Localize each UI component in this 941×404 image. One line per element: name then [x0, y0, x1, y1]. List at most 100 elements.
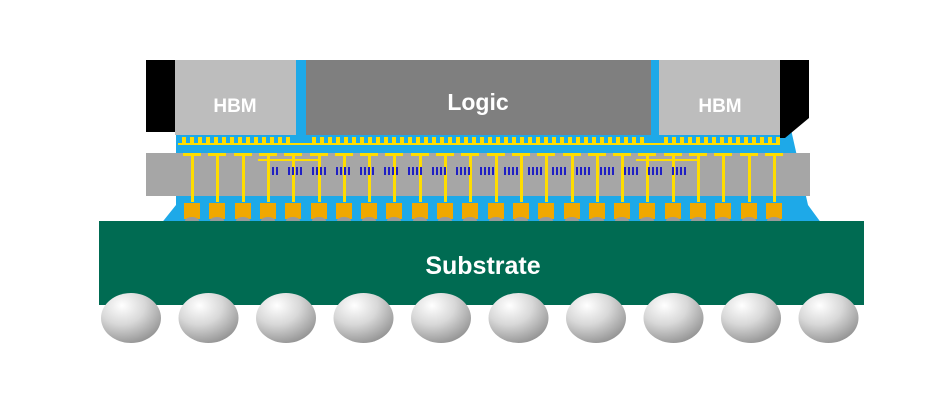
- through-via: [571, 156, 574, 202]
- micro-bump: [270, 137, 274, 143]
- through-via: [646, 156, 649, 202]
- tsv: [684, 167, 686, 175]
- micro-bump: [198, 137, 202, 143]
- c4-bump: [690, 203, 706, 219]
- wire-cap: [563, 153, 581, 156]
- hbm-right-label: HBM: [698, 96, 741, 117]
- c4-bump: [665, 203, 681, 219]
- through-via: [318, 156, 321, 202]
- substrate-label: Substrate: [425, 252, 540, 280]
- micro-bump: [512, 137, 516, 143]
- tsv: [612, 167, 614, 175]
- micro-bump: [432, 137, 436, 143]
- tsv: [300, 167, 302, 175]
- tsv: [624, 167, 626, 175]
- through-via: [748, 156, 751, 202]
- tsv: [348, 167, 350, 175]
- through-via: [773, 156, 776, 202]
- micro-bump: [712, 137, 716, 143]
- c4-bump: [462, 203, 478, 219]
- through-via: [216, 156, 219, 202]
- c4-bump: [437, 203, 453, 219]
- tsv: [556, 167, 558, 175]
- solder-ball: [101, 293, 161, 343]
- tsv: [420, 167, 422, 175]
- tsv: [312, 167, 314, 175]
- micro-bump: [552, 137, 556, 143]
- micro-bump: [584, 137, 588, 143]
- interposer-wiring: [178, 143, 783, 202]
- micro-bump: [230, 137, 234, 143]
- tsv: [360, 167, 362, 175]
- through-via: [444, 156, 447, 202]
- wire-cap: [259, 153, 277, 156]
- micro-bump: [360, 137, 364, 143]
- wire-cap: [208, 153, 226, 156]
- wire-cap: [183, 153, 201, 156]
- logic-label: Logic: [447, 89, 509, 115]
- tsv: [672, 167, 674, 175]
- tsv: [552, 167, 554, 175]
- tsv: [660, 167, 662, 175]
- micro-bump: [222, 137, 226, 143]
- micro-bump: [704, 137, 708, 143]
- solder-ball: [488, 293, 549, 343]
- tsv: [676, 167, 678, 175]
- solder-ball: [333, 293, 394, 343]
- micro-bump: [528, 137, 532, 143]
- micro-bump: [456, 137, 460, 143]
- tsv: [576, 167, 578, 175]
- tsv: [368, 167, 370, 175]
- tsv: [588, 167, 590, 175]
- tsv: [656, 167, 658, 175]
- tsv: [580, 167, 582, 175]
- c4-bump: [715, 203, 731, 219]
- wire-cap: [537, 153, 555, 156]
- tsv: [464, 167, 466, 175]
- micro-bump: [320, 137, 324, 143]
- micro-bump: [776, 137, 780, 143]
- tsv: [512, 167, 514, 175]
- micro-bump: [520, 137, 524, 143]
- interposer: [146, 153, 810, 196]
- micro-bump: [760, 137, 764, 143]
- tsv: [600, 167, 602, 175]
- tsv: [276, 167, 278, 175]
- tsv: [384, 167, 386, 175]
- c4-bump: [209, 203, 225, 219]
- solder-ball: [411, 293, 471, 343]
- wire-cap: [411, 153, 429, 156]
- tsv: [564, 167, 566, 175]
- tsv: [392, 167, 394, 175]
- micro-bump: [246, 137, 250, 143]
- tsv: [480, 167, 482, 175]
- tsv: [288, 167, 290, 175]
- c4-bump: [311, 203, 327, 219]
- tsv: [484, 167, 486, 175]
- wire-cap: [234, 153, 252, 156]
- micro-bump: [608, 137, 612, 143]
- hbm-die-right: [659, 60, 780, 135]
- tsv: [408, 167, 410, 175]
- tsv: [388, 167, 390, 175]
- tsv: [536, 167, 538, 175]
- tsv: [648, 167, 650, 175]
- tsv: [372, 167, 374, 175]
- micro-bump: [328, 137, 332, 143]
- tsv: [436, 167, 438, 175]
- through-via: [393, 156, 396, 202]
- tsv: [460, 167, 462, 175]
- micro-bump: [768, 137, 772, 143]
- solder-ball: [566, 293, 626, 343]
- wire-cap: [588, 153, 606, 156]
- micro-bump: [384, 137, 388, 143]
- micro-bump: [392, 137, 396, 143]
- micro-bump-row: [182, 137, 780, 143]
- c4-bump: [589, 203, 605, 219]
- micro-bump: [560, 137, 564, 143]
- wire-cap: [487, 153, 505, 156]
- micro-bump: [424, 137, 428, 143]
- micro-bump: [568, 137, 572, 143]
- through-via: [621, 156, 624, 202]
- c4-bump: [361, 203, 377, 219]
